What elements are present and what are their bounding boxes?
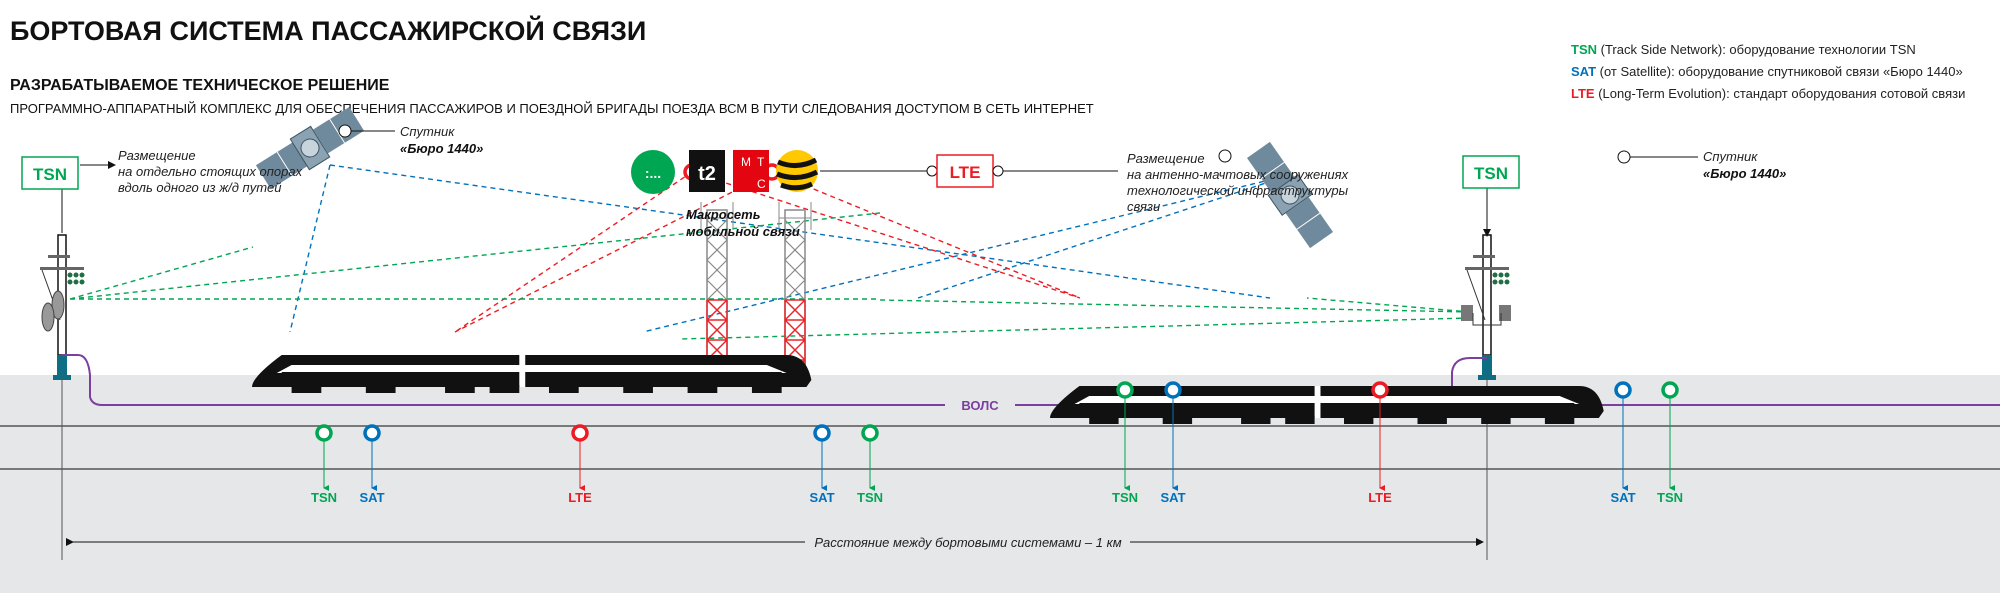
svg-text:мобильной связи: мобильной связи: [686, 224, 800, 239]
satellite-label-right: Спутник: [1703, 149, 1758, 164]
operator-logos: :... t2 М Т С: [631, 150, 819, 194]
svg-text:TSN: TSN: [33, 165, 67, 184]
ground-band: [0, 375, 2000, 593]
legend-tsn: TSN (Track Side Network): оборудование т…: [1571, 42, 1916, 57]
lte-antenna-marker: [1371, 381, 1389, 399]
lte-placement-note: Размещение на антенно-мачтовых сооружени…: [1127, 151, 1349, 214]
legend-sat: SAT (от Satellite): оборудование спутник…: [1571, 64, 1963, 79]
fiber-label: ВОЛС: [961, 398, 999, 413]
sat-link: [917, 174, 1291, 299]
lte-box: LTE: [936, 154, 994, 188]
tsn-link: [680, 297, 1471, 340]
tsn-label: TSN: [311, 490, 337, 505]
lte-link: [691, 171, 1081, 299]
svg-text:М: М: [741, 155, 751, 169]
train-1: [251, 354, 813, 394]
tsn-antenna-marker: [1661, 381, 1679, 399]
tsn-pole-right: [1461, 234, 1511, 381]
sat-label: SAT: [809, 490, 834, 505]
signal-links: [69, 164, 1471, 340]
tsn-label: TSN: [1112, 490, 1138, 505]
macro-network-label: Макросеть мобильной связи: [686, 207, 800, 239]
lte-link: [454, 171, 773, 333]
sat-link: [289, 164, 331, 333]
svg-text:Размещение: Размещение: [118, 148, 196, 163]
megafon-logo: :...: [631, 150, 675, 194]
tsn-label: TSN: [1657, 490, 1683, 505]
satellite-name-left: «Бюро 1440»: [400, 141, 483, 156]
tsn-box-left: TSN: [21, 156, 79, 190]
sat-label: SAT: [359, 490, 384, 505]
svg-text:на антенно-мачтовых сооружения: на антенно-мачтовых сооружениях: [1127, 167, 1349, 182]
svg-text:Размещение: Размещение: [1127, 151, 1205, 166]
svg-text:на отдельно стоящих опорах: на отдельно стоящих опорах: [118, 164, 303, 179]
lte-antenna-marker: [571, 424, 589, 442]
svg-text:Макросеть: Макросеть: [686, 207, 760, 222]
svg-text:t2: t2: [698, 163, 716, 185]
mts-logo: М Т С: [733, 150, 769, 192]
sat-antenna-marker: [1614, 381, 1632, 399]
satellite-label-left: Спутник: [400, 124, 455, 139]
svg-text:связи: связи: [1127, 199, 1160, 214]
satellite-name-right: «Бюро 1440»: [1703, 166, 1786, 181]
svg-text:TSN: TSN: [1474, 164, 1508, 183]
tsn-link: [69, 212, 881, 300]
svg-text:вдоль одного из ж/д путей: вдоль одного из ж/д путей: [118, 180, 282, 195]
tsn-label: TSN: [857, 490, 883, 505]
tsn-antenna-marker: [315, 424, 333, 442]
legend-lte: LTE (Long-Term Evolution): стандарт обор…: [1571, 86, 1965, 101]
section-subtitle: РАЗРАБАТЫВАЕМОЕ ТЕХНИЧЕСКОЕ РЕШЕНИЕ: [10, 77, 390, 94]
tsn-antenna-marker: [1116, 381, 1134, 399]
sat-link: [642, 174, 1291, 333]
beeline-logo: [776, 150, 819, 192]
svg-text:LTE: LTE: [950, 163, 981, 182]
sat-antenna-marker: [363, 424, 381, 442]
lte-label: LTE: [568, 490, 592, 505]
svg-text:С: С: [757, 177, 766, 191]
sat-label: SAT: [1160, 490, 1185, 505]
svg-text:Т: Т: [757, 155, 765, 169]
svg-text::...: :...: [645, 165, 661, 181]
tsn-box-right: TSN: [1462, 155, 1520, 189]
tsn-pole-left: [39, 234, 86, 381]
section-description: ПРОГРАММНО-АППАРАТНЫЙ КОМПЛЕКС ДЛЯ ОБЕСП…: [10, 101, 1094, 116]
tsn-antenna-marker: [861, 424, 879, 442]
svg-text:технологической инфраструктуры: технологической инфраструктуры: [1127, 183, 1349, 198]
page-title: БОРТОВАЯ СИСТЕМА ПАССАЖИРСКОЙ СВЯЗИ: [10, 15, 646, 46]
tsn-placement-note: Размещение на отдельно стоящих опорах вд…: [118, 148, 303, 195]
sat-antenna-marker: [813, 424, 831, 442]
sat-label: SAT: [1610, 490, 1635, 505]
t2-logo: t2: [689, 150, 725, 192]
sat-antenna-marker: [1164, 381, 1182, 399]
legend: TSN (Track Side Network): оборудование т…: [1571, 42, 1965, 101]
lte-label: LTE: [1368, 490, 1392, 505]
distance-label: Расстояние между бортовыми системами – 1…: [814, 535, 1121, 550]
